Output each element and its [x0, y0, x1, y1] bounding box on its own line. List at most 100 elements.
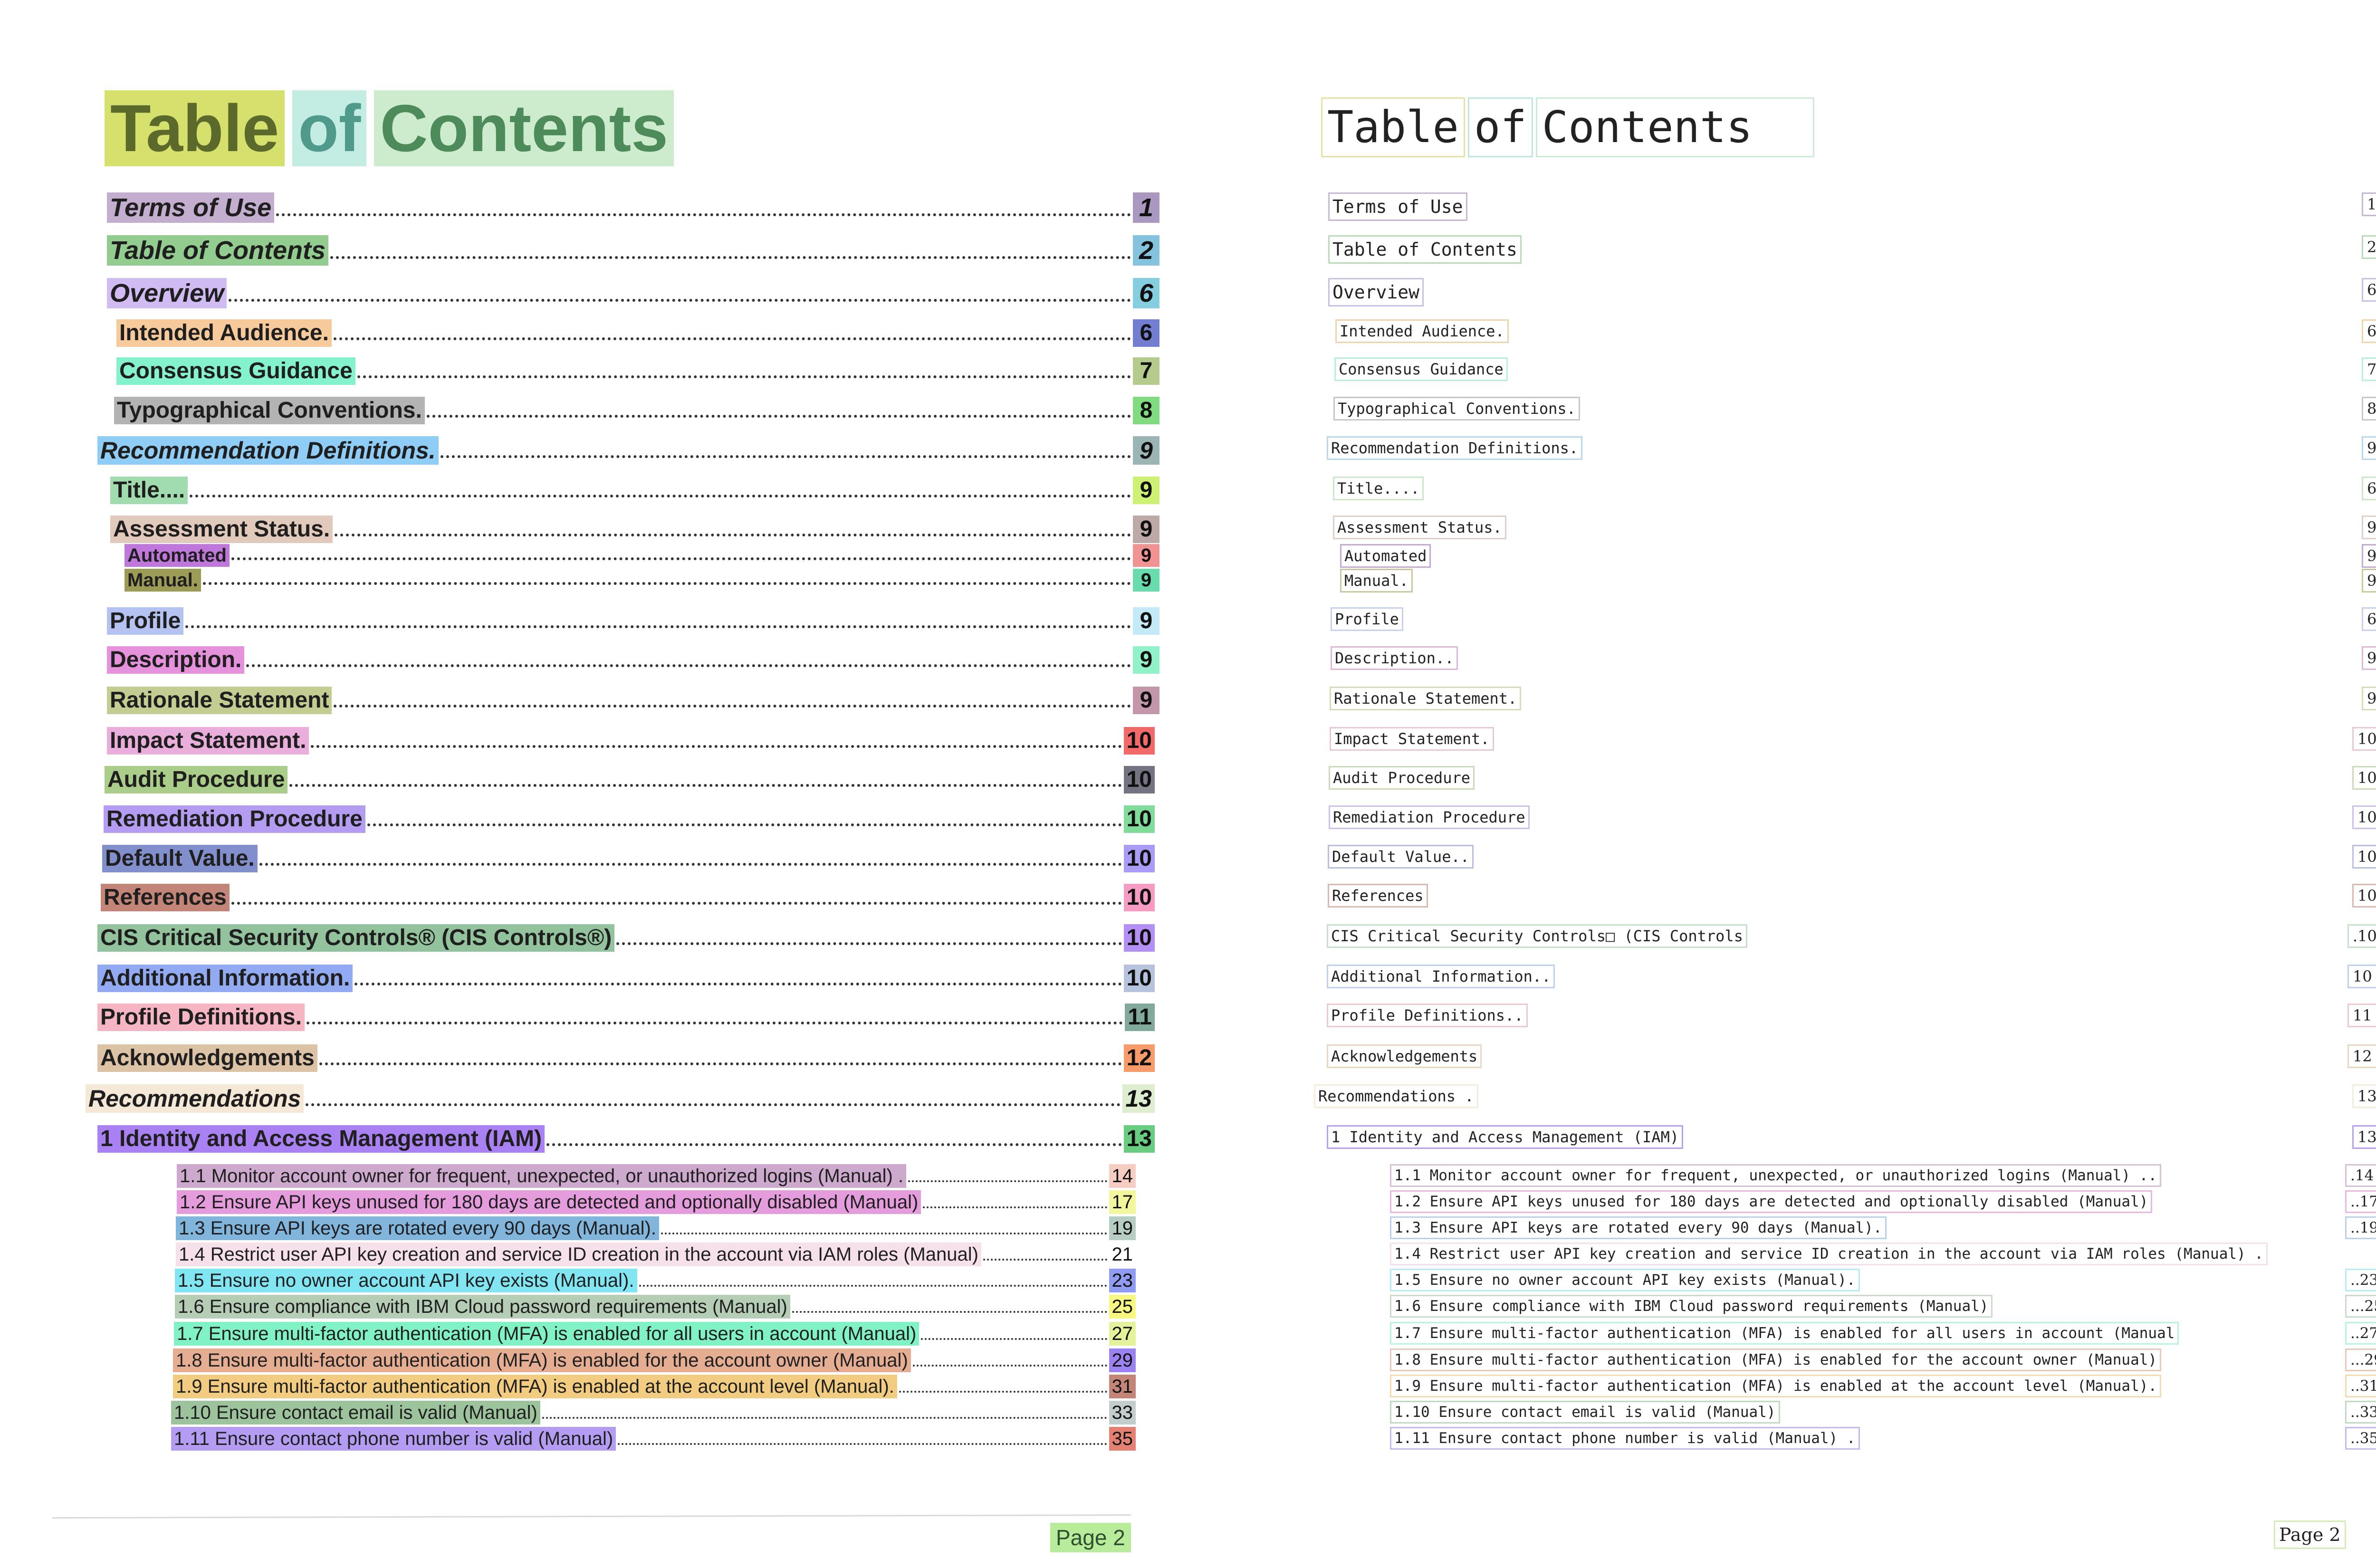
ocr-entry[interactable]: Profile: [1331, 607, 1403, 631]
toc-entry[interactable]: 1.4 Restrict user API key creation and s…: [176, 1243, 1136, 1266]
ocr-entry[interactable]: 1.10 Ensure contact email is valid (Manu…: [1390, 1401, 1780, 1424]
ocr-entry-label: 1.11 Ensure contact phone number is vali…: [1390, 1427, 1860, 1450]
ocr-entry[interactable]: 1.11 Ensure contact phone number is vali…: [1390, 1427, 1860, 1450]
toc-title-word: of: [292, 90, 367, 166]
ocr-entry[interactable]: Intended Audience.: [1335, 319, 1509, 343]
toc-entry[interactable]: Additional Information.10: [97, 965, 1155, 992]
toc-entry-label: Additional Information.: [97, 965, 353, 992]
ocr-entry-label: Rationale Statement.: [1330, 687, 1522, 710]
ocr-entry-label: 1.6 Ensure compliance with IBM Cloud pas…: [1390, 1295, 1993, 1318]
toc-entry-page: 9: [1133, 607, 1159, 635]
toc-entry[interactable]: 1.6 Ensure compliance with IBM Cloud pas…: [175, 1295, 1136, 1319]
ocr-entry-label: Description..: [1331, 646, 1458, 670]
ocr-entry[interactable]: Assessment Status.: [1333, 516, 1506, 539]
ocr-entry[interactable]: 1.7 Ensure multi-factor authentication (…: [1390, 1322, 2179, 1345]
ocr-entry[interactable]: Additional Information..: [1327, 965, 1555, 988]
toc-entry[interactable]: Description.9: [107, 646, 1159, 674]
ocr-entry[interactable]: 1.5 Ensure no owner account API key exis…: [1390, 1269, 1860, 1291]
toc-entry[interactable]: Recommendation Definitions.9: [97, 436, 1159, 465]
ocr-entry-page: 9: [2362, 436, 2376, 460]
ocr-entry[interactable]: References: [1328, 884, 1428, 908]
ocr-entry[interactable]: Manual.: [1340, 569, 1413, 593]
toc-entry[interactable]: 1.11 Ensure contact phone number is vali…: [171, 1427, 1136, 1451]
toc-entry[interactable]: Impact Statement.10: [107, 727, 1155, 755]
toc-entry-page: 33: [1109, 1401, 1136, 1425]
toc-entry[interactable]: 1.2 Ensure API keys unused for 180 days …: [177, 1190, 1136, 1214]
ocr-entry[interactable]: 1.4 Restrict user API key creation and s…: [1390, 1243, 2268, 1265]
ocr-entry[interactable]: Audit Procedure: [1329, 766, 1475, 790]
ocr-entry[interactable]: Impact Statement.: [1330, 727, 1494, 751]
ocr-entry[interactable]: Profile Definitions..: [1327, 1004, 1528, 1027]
ocr-entry[interactable]: Default Value..: [1328, 845, 1474, 869]
toc-entry[interactable]: Profile Definitions.11: [97, 1004, 1155, 1031]
ocr-entry[interactable]: 1.8 Ensure multi-factor authentication (…: [1390, 1348, 2162, 1371]
toc-entry[interactable]: Manual.9: [125, 569, 1159, 592]
toc-entry-page: 10: [1123, 727, 1155, 755]
ocr-entry[interactable]: Overview: [1328, 278, 1424, 306]
ocr-entry[interactable]: Rationale Statement.: [1330, 687, 1522, 710]
ocr-entry[interactable]: Acknowledgements: [1327, 1044, 1482, 1068]
ocr-entry[interactable]: Title....: [1333, 477, 1424, 500]
dot-leader: [899, 1391, 1107, 1393]
ocr-entry[interactable]: Recommendations .: [1314, 1084, 1478, 1108]
dot-leader: [354, 983, 1122, 985]
ocr-entry[interactable]: CIS Critical Security Controls□ (CIS Con…: [1327, 924, 1747, 948]
toc-entry[interactable]: Profile 9: [107, 607, 1159, 635]
toc-entry[interactable]: Typographical Conventions.8: [114, 397, 1159, 424]
ocr-entry-page: 13: [2352, 1125, 2376, 1149]
toc-entry[interactable]: 1.7 Ensure multi-factor authentication (…: [174, 1322, 1136, 1346]
toc-entry[interactable]: 1.9 Ensure multi-factor authentication (…: [173, 1375, 1136, 1398]
ocr-entry[interactable]: Automated: [1340, 544, 1431, 568]
ocr-entry-label: 1.9 Ensure multi-factor authentication (…: [1390, 1375, 2162, 1397]
ocr-entry[interactable]: Remediation Procedure: [1329, 805, 1530, 829]
ocr-entry-label: CIS Critical Security Controls□ (CIS Con…: [1327, 924, 1747, 948]
ocr-entry[interactable]: 1 Identity and Access Management (IAM): [1327, 1125, 1684, 1149]
ocr-entry[interactable]: 1.9 Ensure multi-factor authentication (…: [1390, 1375, 2162, 1397]
ocr-entry-page: 9: [2362, 687, 2376, 710]
toc-entry[interactable]: 1.10 Ensure contact email is valid (Manu…: [171, 1401, 1136, 1425]
toc-entry[interactable]: CIS Critical Security Controls® (CIS Con…: [97, 924, 1155, 952]
toc-entry-label: Intended Audience.: [116, 319, 332, 347]
toc-entry[interactable]: Title....9: [110, 477, 1159, 504]
ocr-entry-page: ..35: [2345, 1427, 2376, 1450]
ocr-entry[interactable]: 1.1 Monitor account owner for frequent, …: [1390, 1164, 2162, 1187]
footer-divider: [52, 1514, 1131, 1519]
ocr-entry[interactable]: Recommendation Definitions.: [1327, 436, 1583, 460]
toc-entry[interactable]: 1.1 Monitor account owner for frequent, …: [177, 1164, 1136, 1188]
ocr-entry[interactable]: 1.3 Ensure API keys are rotated every 90…: [1390, 1216, 1887, 1239]
toc-entry-label: Rationale Statement: [107, 687, 332, 714]
toc-entry[interactable]: 1.3 Ensure API keys are rotated every 90…: [176, 1216, 1136, 1240]
ocr-entry[interactable]: Table of Contents: [1328, 235, 1522, 264]
ocr-entry[interactable]: 1.6 Ensure compliance with IBM Cloud pas…: [1390, 1295, 1993, 1318]
toc-entry-label: Automated: [125, 544, 230, 567]
ocr-title-word: Table: [1321, 97, 1465, 157]
ocr-entry-page: ...29: [2345, 1348, 2376, 1371]
toc-entry-label: Profile: [107, 607, 184, 635]
toc-entry[interactable]: Assessment Status.9: [110, 516, 1159, 543]
ocr-entry[interactable]: Description..: [1331, 646, 1458, 670]
ocr-entry[interactable]: Typographical Conventions.: [1333, 397, 1580, 421]
toc-entry[interactable]: 1 Identity and Access Management (IAM)13: [97, 1125, 1155, 1153]
ocr-entry[interactable]: Consensus Guidance: [1334, 357, 1508, 381]
toc-entry[interactable]: Intended Audience.6: [116, 319, 1159, 347]
ocr-entry[interactable]: 1.2 Ensure API keys unused for 180 days …: [1390, 1190, 2153, 1213]
ocr-entry-label: Intended Audience.: [1335, 319, 1509, 343]
ocr-entry-label: 1.7 Ensure multi-factor authentication (…: [1390, 1322, 2179, 1345]
ocr-entry-page: 10: [2352, 884, 2376, 908]
toc-entry[interactable]: 1.8 Ensure multi-factor authentication (…: [173, 1348, 1136, 1372]
toc-entry[interactable]: Default Value.10: [102, 845, 1155, 872]
toc-entry[interactable]: 1.5 Ensure no owner account API key exis…: [175, 1269, 1136, 1292]
ocr-entry[interactable]: Terms of Use: [1328, 192, 1467, 221]
toc-entry-page: 11: [1125, 1004, 1155, 1031]
